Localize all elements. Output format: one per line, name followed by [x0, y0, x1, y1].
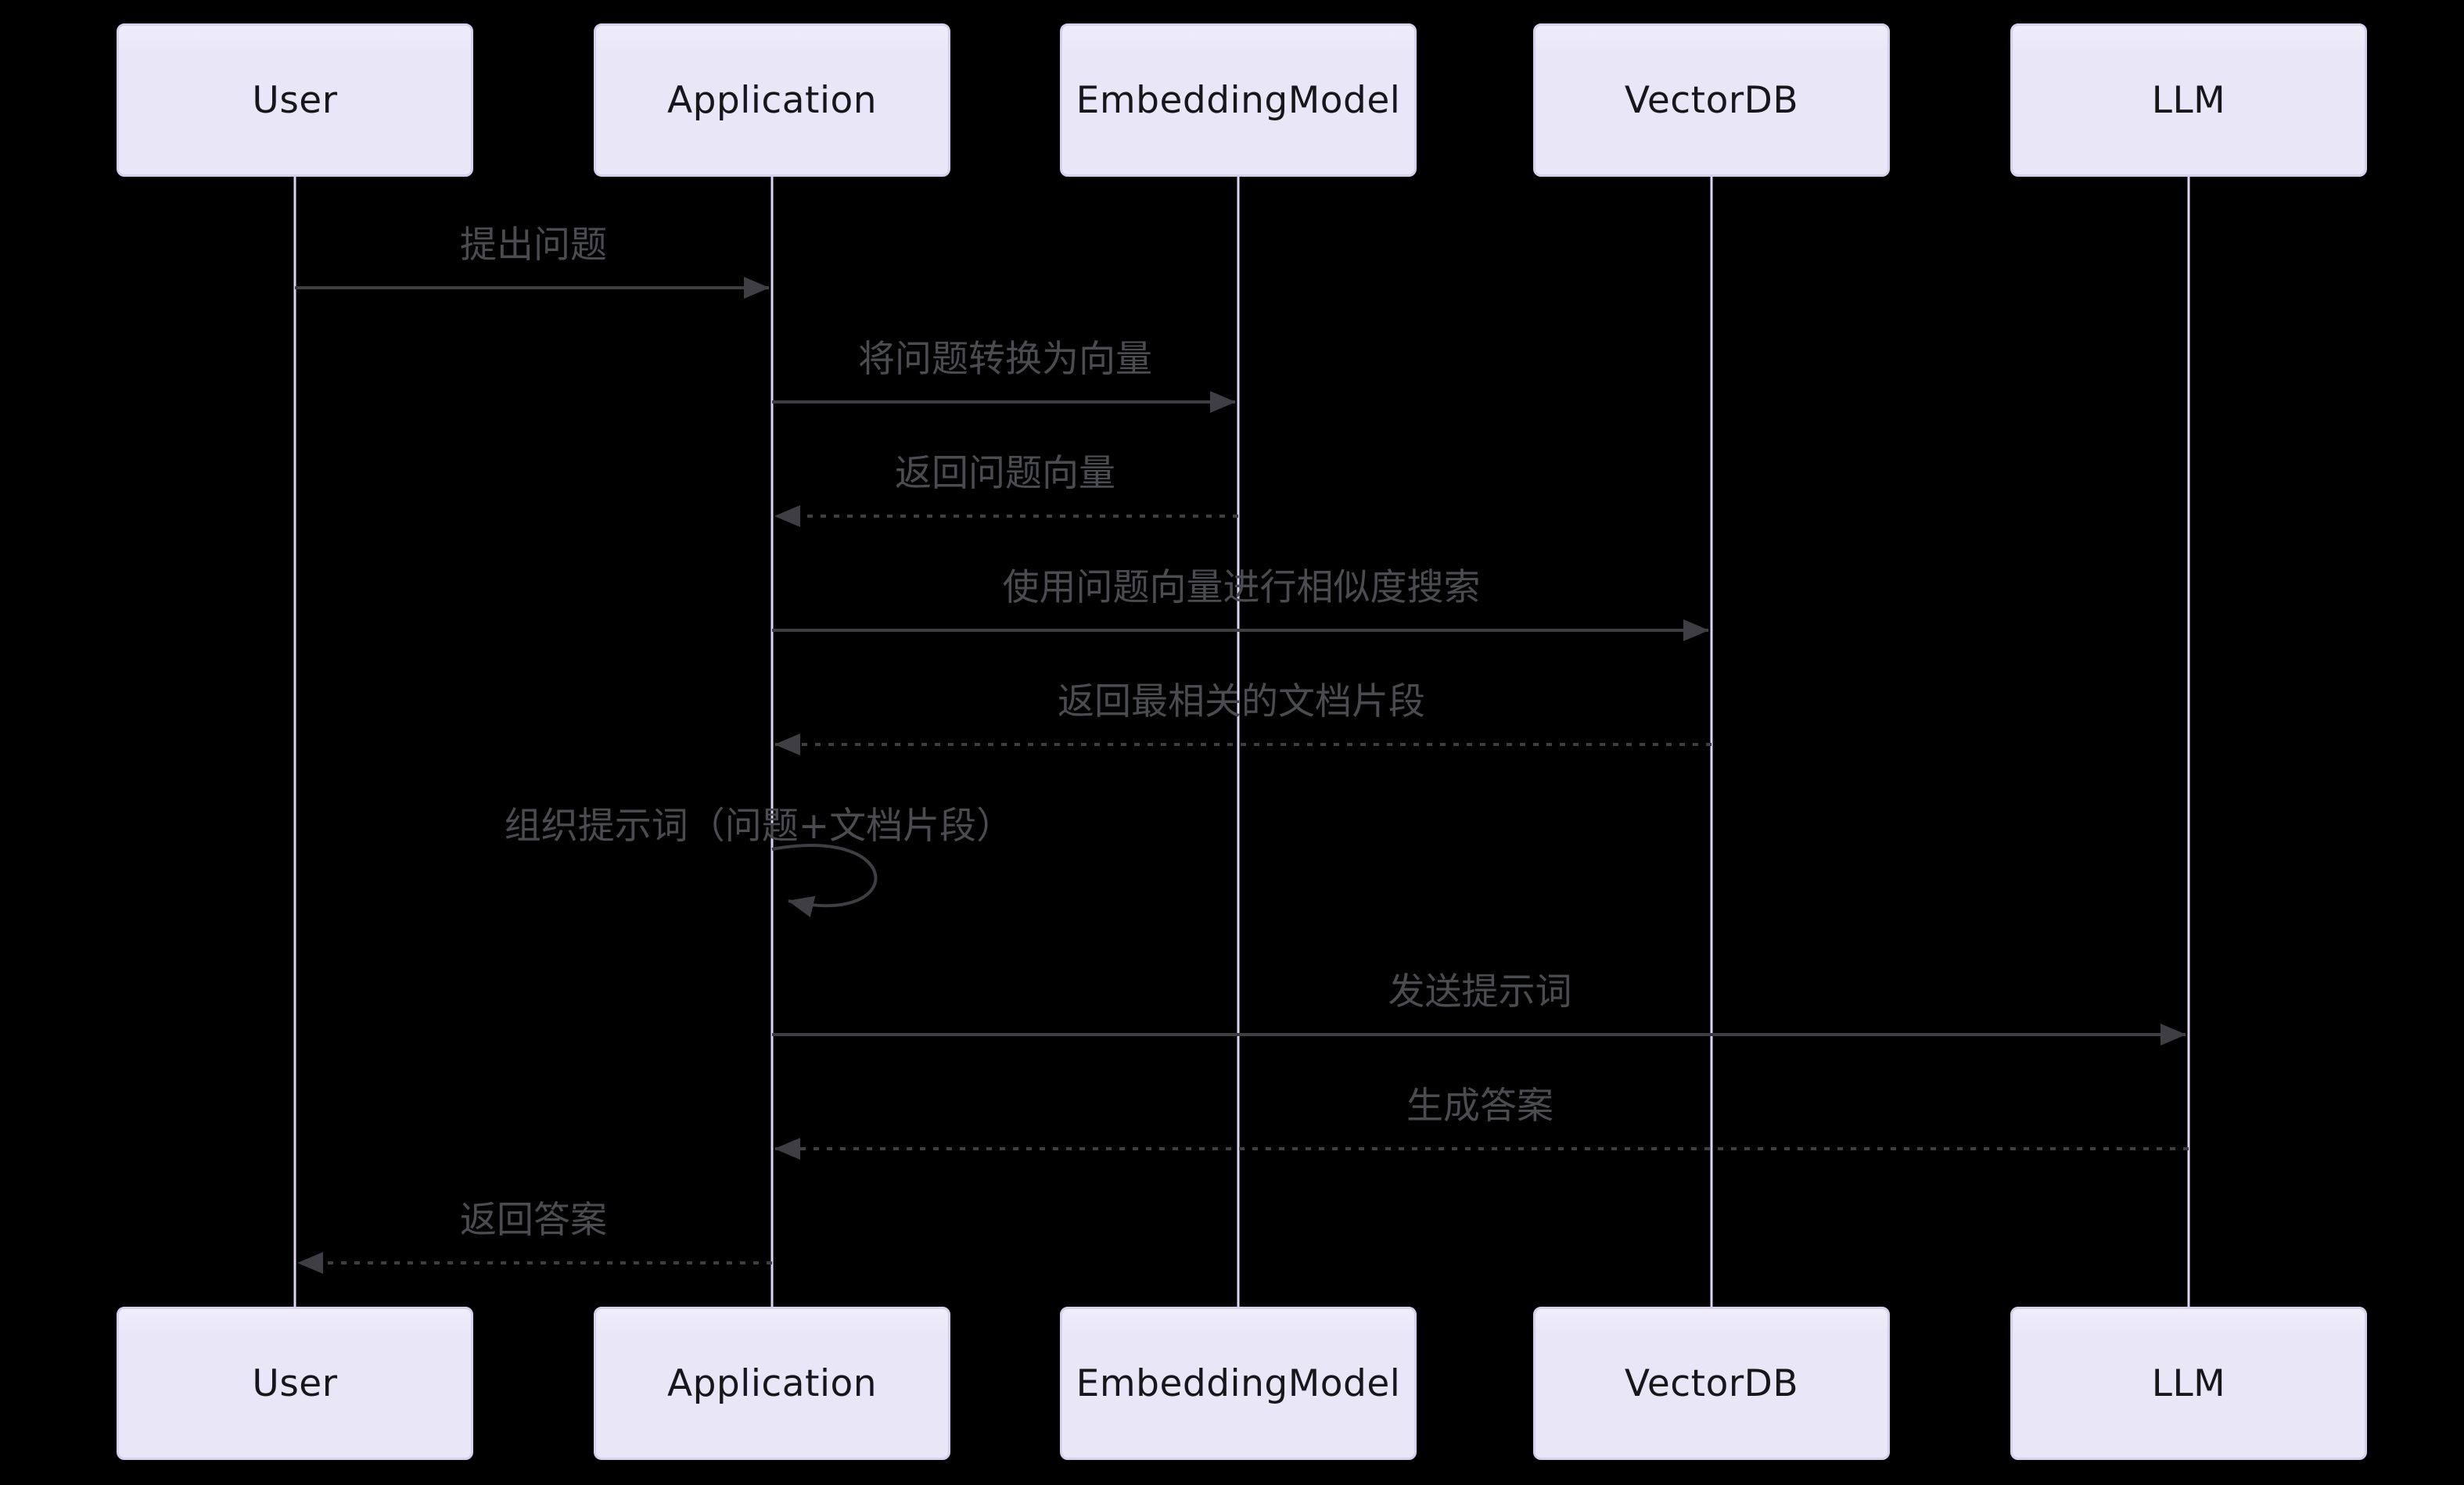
message-label-5: 返回最相关的文档片段 — [1058, 680, 1425, 723]
participant-box-application-bottom: Application — [594, 1307, 950, 1460]
participant-label: VectorDB — [1624, 78, 1799, 122]
participant-label: Application — [666, 78, 878, 122]
participant-box-vectordb-top: VectorDB — [1533, 23, 1890, 177]
participant-box-user-top: User — [117, 23, 473, 177]
participant-label: LLM — [2151, 1361, 2226, 1405]
participant-label: LLM — [2151, 78, 2226, 122]
participant-box-embedding-model-top: EmbeddingModel — [1060, 23, 1417, 177]
message-label-2: 将问题转换为向量 — [858, 337, 1152, 381]
participant-label: EmbeddingModel — [1076, 78, 1401, 122]
arrow-application-self-loop — [771, 844, 878, 917]
participant-label: Application — [666, 1361, 878, 1405]
participant-box-application-top: Application — [594, 23, 950, 177]
message-label-8: 生成答案 — [1406, 1084, 1553, 1128]
participant-box-llm-top: LLM — [2010, 23, 2367, 177]
participant-box-embedding-model-bottom: EmbeddingModel — [1060, 1307, 1417, 1460]
message-label-6: 组织提示词（问题+文档片段） — [504, 804, 1014, 848]
message-label-4: 使用问题向量进行相似度搜索 — [1002, 565, 1481, 609]
participant-box-vectordb-bottom: VectorDB — [1533, 1307, 1890, 1460]
participant-label: VectorDB — [1624, 1361, 1799, 1405]
participant-label: User — [252, 78, 338, 122]
message-label-7: 发送提示词 — [1388, 970, 1572, 1013]
participant-label: User — [252, 1361, 338, 1405]
participant-box-user-bottom: User — [117, 1307, 473, 1460]
message-label-9: 返回答案 — [460, 1198, 607, 1242]
participant-box-llm-bottom: LLM — [2010, 1307, 2367, 1460]
message-label-1: 提出问题 — [460, 223, 607, 267]
participant-label: EmbeddingModel — [1076, 1361, 1401, 1405]
message-label-3: 返回问题向量 — [895, 451, 1115, 495]
